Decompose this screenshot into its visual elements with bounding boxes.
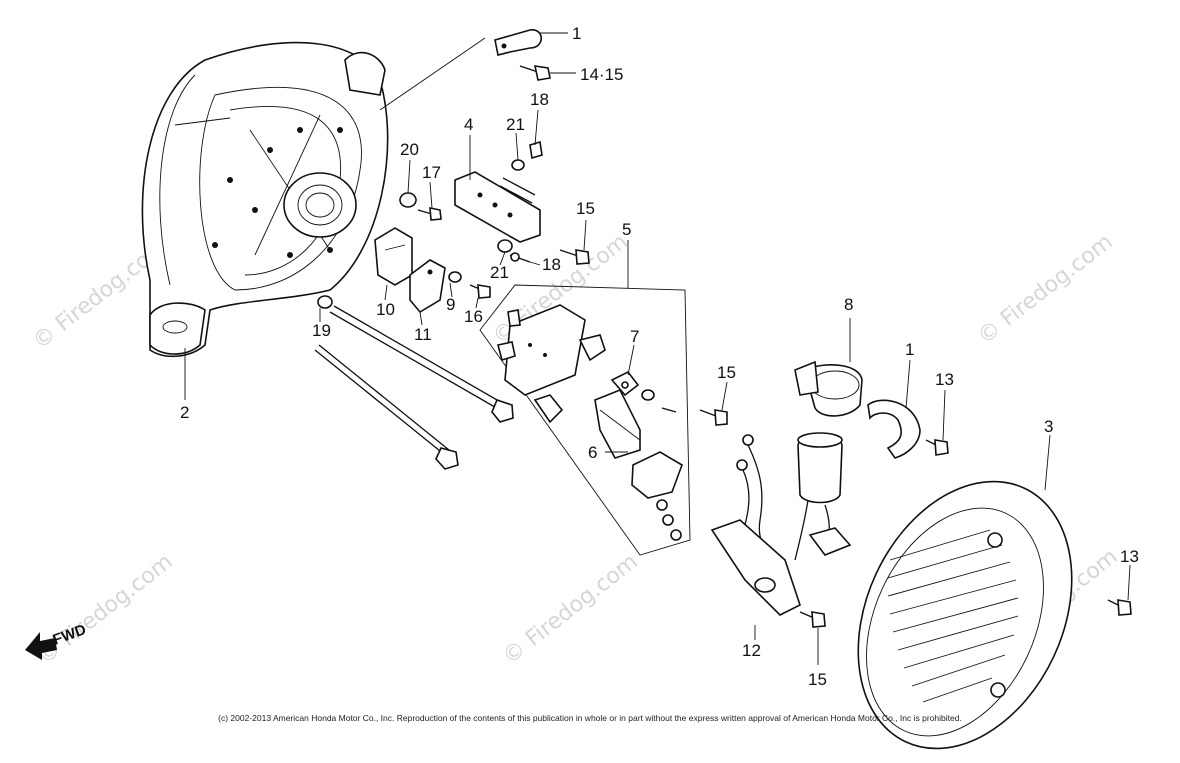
condenser-harness	[710, 432, 852, 628]
callout-15-lower: 15	[808, 670, 827, 689]
band-and-clamp	[794, 360, 949, 459]
callout-21-top: 21	[506, 115, 525, 134]
callout-7: 7	[630, 327, 639, 346]
through-bolts	[314, 295, 514, 470]
callout-11: 11	[414, 325, 432, 344]
watermark-2: © Firedog.com	[973, 229, 1117, 349]
callout-1-top: 1	[572, 24, 581, 43]
callout-13-upper: 13	[935, 370, 954, 389]
callout-1-right: 1	[905, 340, 914, 359]
callout-10: 10	[376, 300, 395, 319]
callout-20: 20	[400, 140, 419, 159]
copyright-notice: (c) 2002-2013 American Honda Motor Co., …	[218, 713, 962, 723]
terminal-plate	[454, 140, 543, 263]
bolt-15-middle	[699, 409, 728, 426]
callout-16: 16	[464, 307, 483, 326]
callout-14-15: 14·15	[580, 65, 623, 84]
rear-cover	[857, 480, 1132, 750]
housing-part	[141, 41, 389, 358]
leader-lines	[184, 32, 1131, 665]
callout-6: 6	[588, 443, 597, 462]
callout-8: 8	[844, 295, 853, 314]
bolt-15-upper	[559, 249, 590, 265]
callout-13-lower: 13	[1120, 547, 1139, 566]
callout-17: 17	[422, 163, 441, 182]
callout-labels: 1 14·15 18 21 4 20 17 15 5 21 18 10 9 16…	[180, 24, 1139, 689]
callout-2: 2	[180, 403, 189, 422]
watermark-4: © Firedog.com	[498, 549, 642, 669]
callout-3: 3	[1044, 417, 1053, 436]
callout-15-upper: 15	[576, 199, 595, 218]
washer-and-bolt	[399, 192, 442, 221]
regulator-assembly-outline	[479, 284, 691, 556]
callout-5: 5	[622, 220, 631, 239]
top-clamp	[379, 29, 551, 111]
callout-18-top: 18	[530, 90, 549, 109]
callout-9: 9	[446, 295, 455, 314]
callout-4: 4	[464, 115, 473, 134]
callout-18-mid: 18	[542, 255, 561, 274]
callout-15-middle: 15	[717, 363, 736, 382]
callout-21-mid: 21	[490, 263, 509, 282]
brush-holders	[374, 227, 491, 314]
watermark-3: © Firedog.com	[33, 549, 177, 669]
callout-12: 12	[742, 641, 761, 660]
callout-19: 19	[312, 321, 331, 340]
